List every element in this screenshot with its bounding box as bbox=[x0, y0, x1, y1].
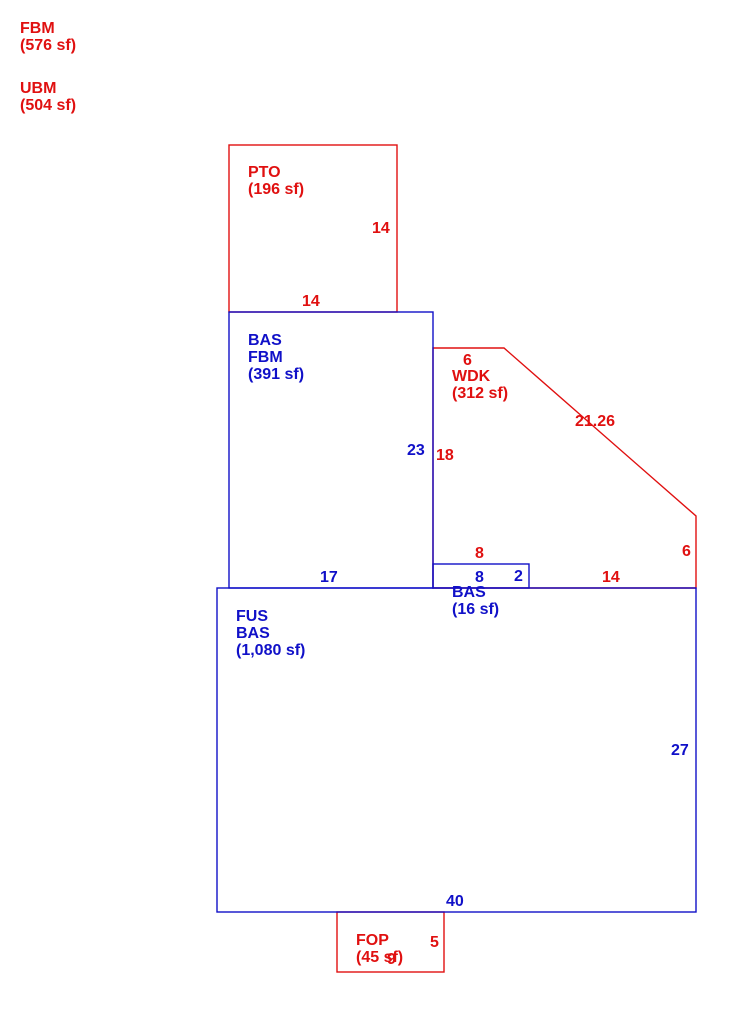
bas-fbm-dim-right: 23 bbox=[407, 442, 425, 459]
bas-fbm-area: (391 sf) bbox=[248, 366, 305, 383]
bas-fbm-label: BAS FBM (391 sf) bbox=[248, 332, 304, 383]
wdk-dim-top: 6 bbox=[463, 352, 472, 369]
summary-ubm-code: UBM bbox=[20, 80, 57, 97]
bas-small-area: (16 sf) bbox=[452, 601, 500, 618]
fop-dim-right: 5 bbox=[430, 934, 439, 951]
summary-ubm-area: (504 sf) bbox=[20, 97, 77, 114]
wdk-dim-bottom-right: 14 bbox=[602, 569, 620, 586]
pto-dim-right: 14 bbox=[372, 220, 390, 237]
fus-bas-code-1: FUS bbox=[236, 608, 268, 625]
bas-small-dim-bottom: 8 bbox=[475, 569, 484, 586]
fop-dim-bottom: 9 bbox=[387, 951, 396, 968]
bas-fbm-code-1: BAS bbox=[248, 332, 282, 349]
summary-ubm: UBM (504 sf) bbox=[20, 80, 76, 114]
summary-fbm-area: (576 sf) bbox=[20, 37, 77, 54]
fus-bas-label: FUS BAS (1,080 sf) bbox=[236, 608, 305, 659]
fus-bas-code-2: BAS bbox=[236, 625, 270, 642]
fop-area: (45 sf) bbox=[356, 949, 404, 966]
fus-bas-outline bbox=[216, 587, 697, 913]
fus-bas-dim-bottom: 40 bbox=[446, 893, 464, 910]
pto-area: (196 sf) bbox=[248, 181, 305, 198]
summary-fbm-code: FBM bbox=[20, 20, 55, 37]
bas-fbm-dim-bottom: 17 bbox=[320, 569, 338, 586]
pto-dim-bottom: 14 bbox=[302, 293, 320, 310]
wdk-code: WDK bbox=[452, 368, 491, 385]
bas-small-dim-right: 2 bbox=[514, 568, 523, 585]
pto-code: PTO bbox=[248, 164, 281, 181]
summary-fbm: FBM (576 sf) bbox=[20, 20, 76, 54]
wdk-label: WDK (312 sf) bbox=[452, 368, 508, 402]
pto-label: PTO (196 sf) bbox=[248, 164, 304, 198]
fop-label: FOP (45 sf) bbox=[356, 932, 403, 966]
wdk-dim-left: 18 bbox=[436, 447, 454, 464]
fus-bas-dim-right: 27 bbox=[671, 742, 689, 759]
bas-fbm-code-2: FBM bbox=[248, 349, 283, 366]
wdk-area: (312 sf) bbox=[452, 385, 509, 402]
wdk-dim-bottom-left: 8 bbox=[475, 545, 484, 562]
wdk-dim-right: 6 bbox=[682, 543, 691, 560]
fus-bas-area: (1,080 sf) bbox=[236, 642, 306, 659]
fop-code: FOP bbox=[356, 932, 389, 949]
bas-small-code: BAS bbox=[452, 584, 486, 601]
wdk-dim-diagonal: 21.26 bbox=[575, 413, 616, 430]
bas-small-label: BAS (16 sf) bbox=[452, 584, 499, 618]
